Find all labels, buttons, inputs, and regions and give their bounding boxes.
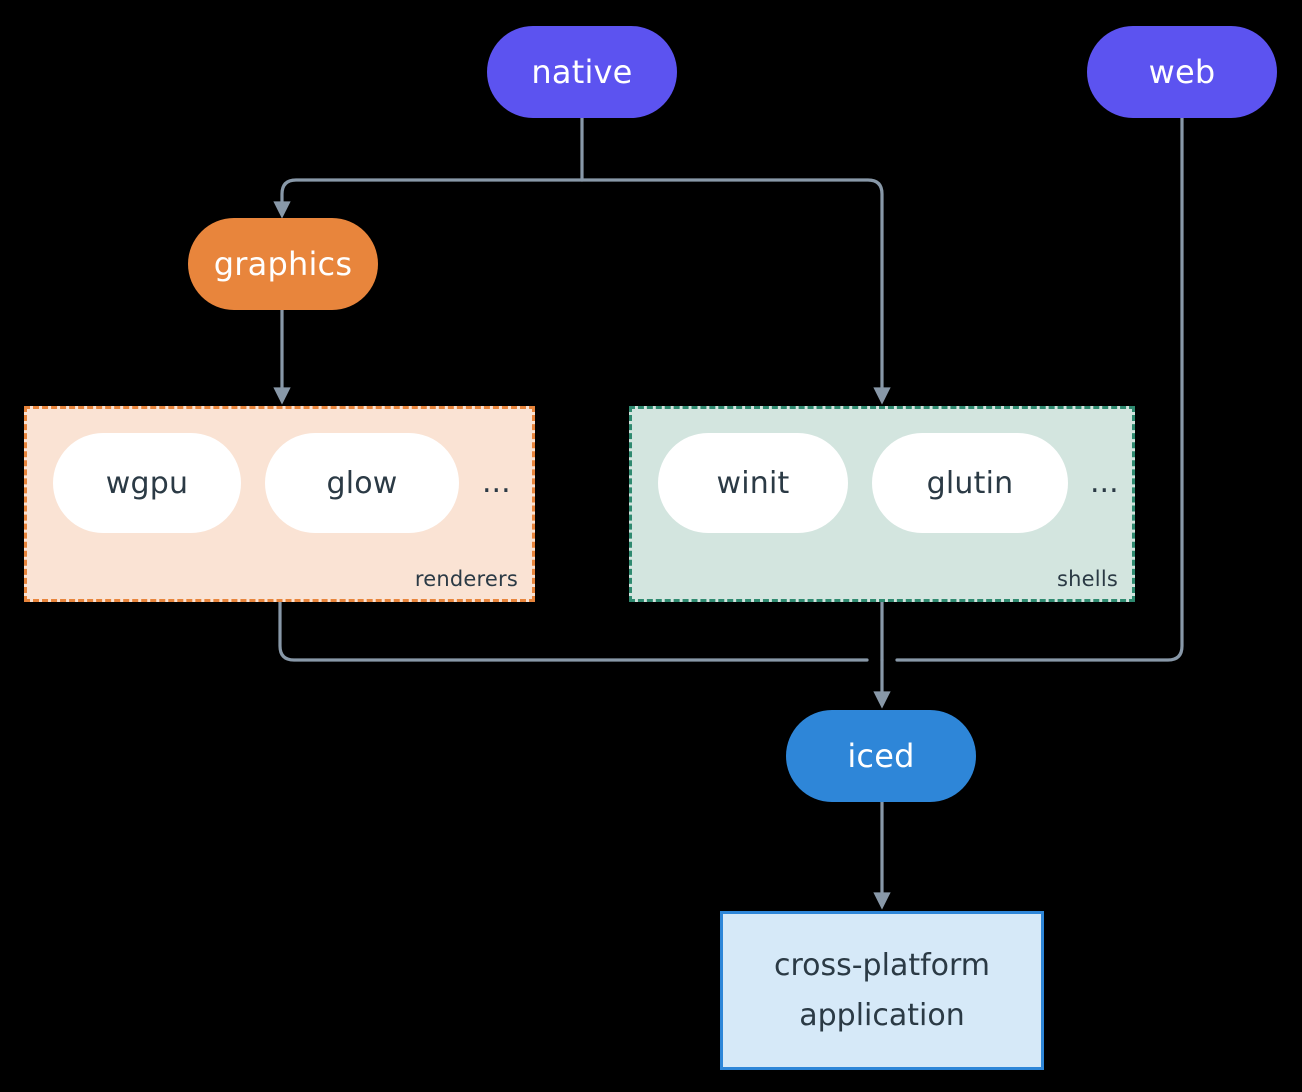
node-web-label: web <box>1148 53 1216 91</box>
edge-native-graphics <box>273 178 584 219</box>
group-renderers-label: renderers <box>414 567 518 591</box>
node-glow[interactable]: glow <box>265 433 459 533</box>
node-iced[interactable]: iced <box>786 710 976 802</box>
edge-renderers-iced <box>278 600 869 662</box>
node-iced-label: iced <box>847 737 915 775</box>
group-renderers: wgpu glow ... renderers <box>24 406 535 602</box>
node-graphics-label: graphics <box>213 245 353 283</box>
node-native-label: native <box>531 53 633 91</box>
node-winit-label: winit <box>716 465 790 501</box>
group-shells-label: shells <box>1057 567 1118 591</box>
edge-native-shells <box>580 178 891 405</box>
node-glow-label: glow <box>326 465 398 501</box>
shells-ellipsis: ... <box>1090 465 1119 500</box>
application-label-line1: cross-platform <box>773 948 991 983</box>
node-wgpu-label: wgpu <box>105 465 189 501</box>
node-web[interactable]: web <box>1087 26 1277 118</box>
node-cross-platform-application[interactable]: cross-platform application <box>720 911 1044 1070</box>
application-label-line2: application <box>799 997 965 1033</box>
node-glutin[interactable]: glutin <box>872 433 1068 533</box>
node-native[interactable]: native <box>487 26 677 118</box>
node-glutin-label: glutin <box>926 465 1014 501</box>
group-shells: winit glutin ... shells <box>629 406 1135 602</box>
node-winit[interactable]: winit <box>658 433 848 533</box>
renderers-ellipsis: ... <box>482 465 511 500</box>
node-wgpu[interactable]: wgpu <box>53 433 241 533</box>
node-graphics[interactable]: graphics <box>188 218 378 310</box>
